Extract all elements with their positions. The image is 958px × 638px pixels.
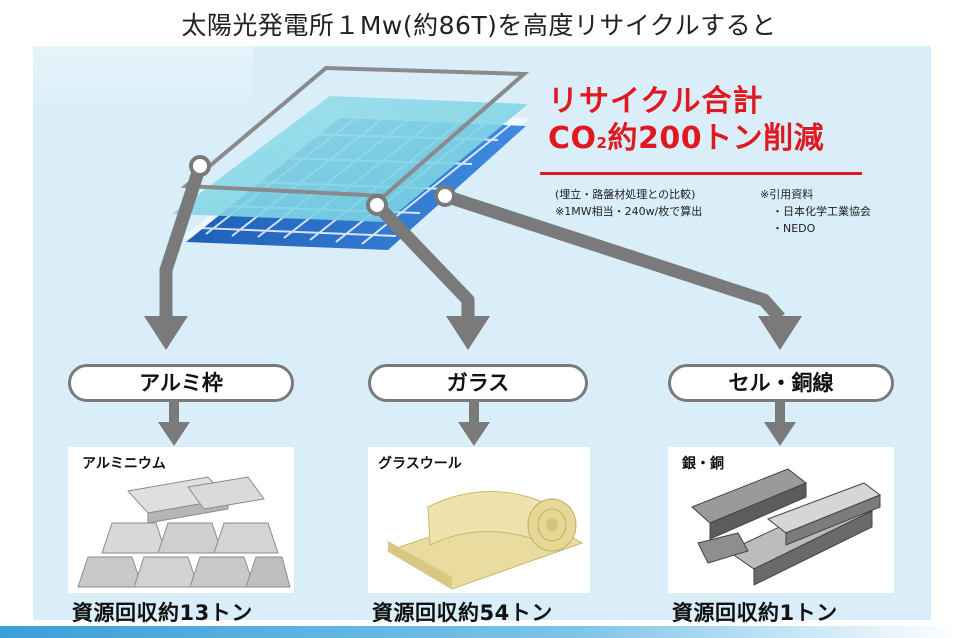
bottom-accent-bar (0, 626, 958, 638)
page-title: 太陽光発電所１Mw(約86T)を高度リサイクルすると (181, 11, 777, 40)
glass-wool-image: グラスウール (368, 447, 590, 593)
small-arrow-left (158, 422, 190, 446)
silver-copper-label: 銀・銅 (682, 456, 724, 472)
source-note: ※引用資料 ・日本化学工業協会 ・NEDO (760, 188, 871, 235)
recovery-aluminium: 資源回収約13トン (72, 601, 253, 625)
recycle-total-label: リサイクル合計 (548, 84, 764, 119)
metal-bars-illustration (691, 468, 882, 586)
arrow-head-middle (446, 316, 490, 350)
ingot-stack-illustration (77, 476, 291, 588)
cell-node-icon (434, 185, 456, 207)
silver-copper-image: 銀・銅 (668, 447, 894, 593)
aluminium-ingots-image: アルミニウム (68, 447, 294, 593)
glass-wool-label: グラスウール (378, 456, 462, 472)
recovery-glass: 資源回収約54トン (372, 601, 553, 625)
category-glass: ガラス (368, 364, 588, 402)
aluminium-frame (180, 65, 530, 199)
aluminium-label: アルミニウム (82, 456, 166, 472)
frame-node-icon (189, 155, 211, 177)
basis-note: (埋立・路盤材処理との比較) ※1MW相当・240w/枚で算出 (555, 188, 703, 218)
arrow-head-left (144, 316, 188, 350)
small-arrow-right (764, 422, 796, 446)
co2-reduction-label: CO2約200トン削減 (548, 121, 825, 156)
headline-underline (540, 172, 862, 175)
glass-wool-illustration (386, 491, 584, 590)
co2-headline: リサイクル合計 CO2約200トン削減 (548, 84, 858, 162)
arrow-head-right (758, 316, 802, 350)
category-aluminium-frame: アルミ枠 (68, 364, 294, 402)
recovery-cell-copper: 資源回収約1トン (672, 601, 838, 625)
flow-arrows (159, 163, 785, 323)
category-cell-copper: セル・銅線 (668, 364, 894, 402)
background-highlight (33, 46, 253, 118)
glass-node-icon (366, 194, 388, 216)
small-arrow-middle (458, 422, 490, 446)
